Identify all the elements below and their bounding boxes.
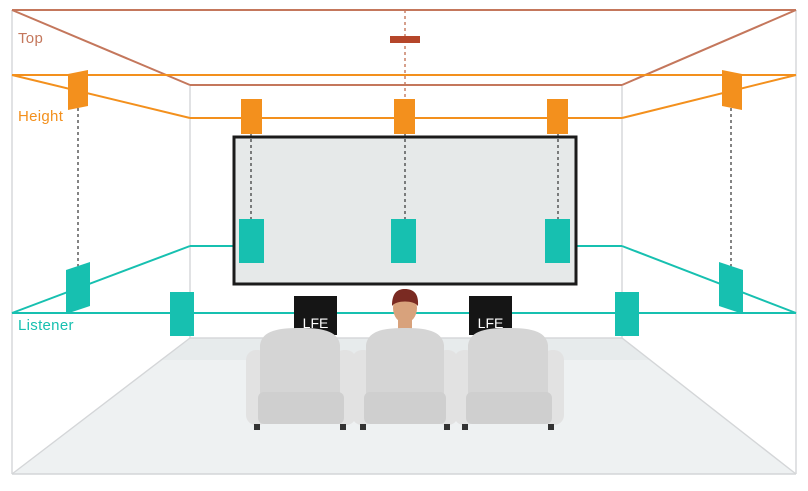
listener-speaker-side-right xyxy=(719,262,743,314)
top-ceiling-speaker xyxy=(390,36,420,43)
seat-right xyxy=(454,328,564,430)
dashed-connectors xyxy=(77,108,732,268)
listener-layer-label: Listener xyxy=(18,317,74,334)
height-speaker-front-right xyxy=(547,99,568,134)
top-layer-lines xyxy=(11,9,797,86)
height-speaker-side-right xyxy=(722,70,742,110)
subwoofer-right: LFE xyxy=(469,296,512,335)
height-speaker-side-left xyxy=(68,70,88,110)
listener-speaker-center xyxy=(391,219,416,263)
person-hair xyxy=(392,289,419,306)
listener-speaker-rear-left xyxy=(170,292,194,336)
height-speaker-front-left xyxy=(241,99,262,134)
lfe-right-label: LFE xyxy=(478,315,504,331)
seat-center xyxy=(352,328,458,430)
listener-speaker-front-left xyxy=(239,219,264,263)
listener-speaker-front-right xyxy=(545,219,570,263)
listener-speakers xyxy=(66,219,743,336)
height-speaker-front-center xyxy=(394,99,415,134)
lfe-left-label: LFE xyxy=(303,315,329,331)
listener-speaker-side-left xyxy=(66,262,90,314)
listener-speaker-rear-right xyxy=(615,292,639,336)
top-layer-label: Top xyxy=(18,30,44,47)
height-speakers xyxy=(68,70,742,134)
height-layer-label: Height xyxy=(18,108,64,125)
seat-left xyxy=(246,328,356,430)
